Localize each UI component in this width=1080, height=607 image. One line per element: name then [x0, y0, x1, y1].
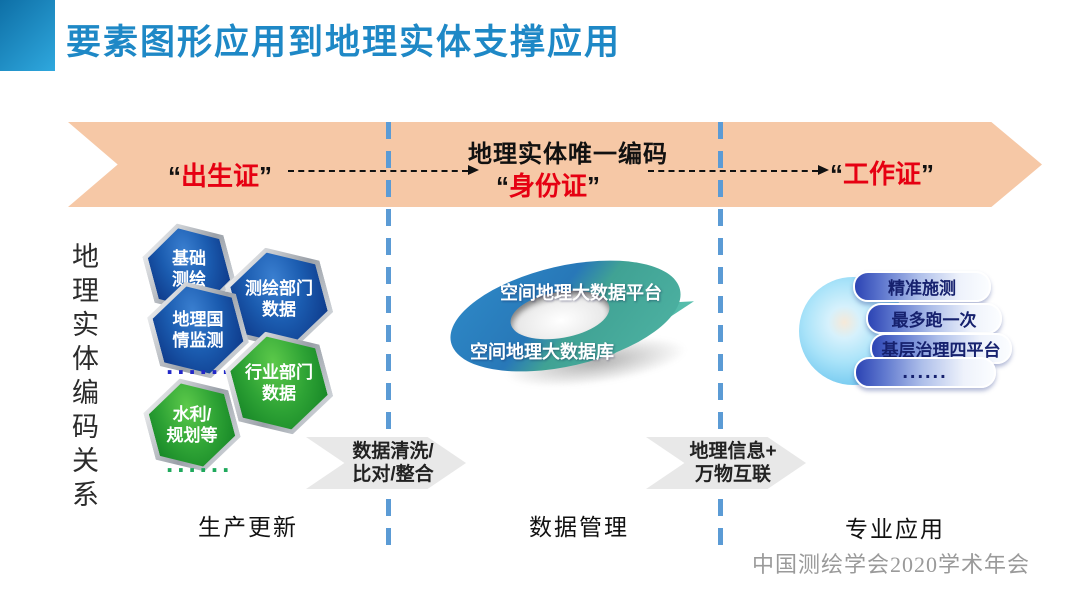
hexagon-label: 水利/ 规划等: [166, 405, 218, 445]
column-divider-1: [386, 122, 391, 556]
big-data-platform-graphic: 空间地理大数据平台 空间地理大数据库: [439, 240, 694, 397]
page-title: 要素图形应用到地理实体支撑应用: [66, 23, 622, 62]
pill-run-once: 最多跑一次: [866, 303, 1002, 334]
database-label: 空间地理大数据库: [470, 342, 614, 362]
hexagon-basic-surveying: 基础 测绘: [147, 222, 231, 316]
dashed-arrow-right: [648, 165, 829, 175]
quote-open: “: [496, 171, 509, 201]
pill-precise-surveying: 精准施测: [853, 271, 991, 302]
quote-open: “: [168, 161, 181, 191]
dashed-arrow-left: [288, 165, 479, 175]
arrowhead-icon: [468, 165, 479, 175]
quote-close: ”: [259, 161, 273, 191]
conference-footer: 中国测绘学会2020学术年会: [752, 552, 1031, 577]
quote-close: ”: [921, 159, 935, 189]
hexagon-geo-condition-monitoring: 地理国 情监测: [152, 280, 244, 380]
hexagon-surveying-dept-data: 测绘部门 数据: [230, 246, 328, 352]
flow-arrow-data-cleaning: 数据清洗/ 比对/整合: [306, 437, 466, 489]
title-accent-square: [0, 0, 55, 71]
column-label-production: 生产更新: [198, 514, 298, 540]
hexagon-water-planning: 水利/ 规划等: [148, 377, 236, 473]
arrowhead-icon: [818, 165, 829, 175]
quote-close: ”: [587, 171, 601, 201]
hexagon-label: 测绘部门 数据: [245, 279, 313, 319]
unique-code-title: 地理实体唯一编码: [468, 141, 668, 168]
pill-ellipsis: ......: [854, 357, 996, 388]
id-cert-label: “身份证”: [496, 171, 601, 201]
work-cert-label: “工作证”: [830, 159, 935, 189]
hexagon-label: 行业部门 数据: [245, 363, 313, 403]
process-banner-arrow: “出生证” 地理实体唯一编码 “身份证” “工作证”: [68, 122, 1042, 207]
hexagon-label: 地理国 情监测: [172, 310, 224, 350]
quote-open: “: [830, 159, 843, 189]
column-divider-2: [718, 122, 723, 556]
birth-cert-label: “出生证”: [168, 161, 273, 191]
flow-arrow-geo-info: 地理信息+ 万物互联: [646, 437, 806, 489]
side-vertical-label: 地理实体编码关系: [68, 242, 98, 514]
platform-label: 空间地理大数据平台: [500, 283, 662, 303]
column-label-professional: 专业应用: [845, 516, 945, 542]
ellipsis-green: ......: [166, 448, 234, 478]
hexagon-industry-dept-data: 行业部门 数据: [230, 330, 328, 436]
ellipsis-blue: ......: [166, 350, 234, 380]
column-label-data-management: 数据管理: [529, 514, 629, 540]
hexagon-label: 基础 测绘: [172, 249, 206, 289]
